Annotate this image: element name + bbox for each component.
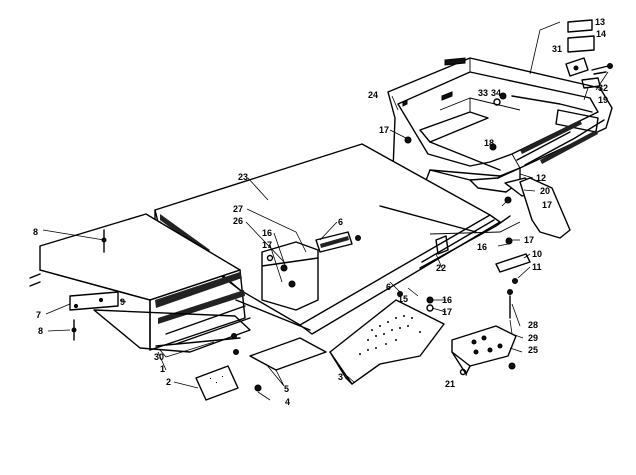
callout-19: 19 xyxy=(598,95,608,105)
callout-17-mid: 17 xyxy=(442,307,452,317)
callout-8-top: 8 xyxy=(33,227,38,237)
rear-bumper-assembly xyxy=(387,57,613,239)
mounting-plate xyxy=(329,299,445,385)
callout-12: 12 xyxy=(536,173,546,183)
callout-16-right: 16 xyxy=(477,242,487,252)
callout-22: 22 xyxy=(436,263,446,273)
callout-33: 33 xyxy=(478,88,488,98)
callout-23: 23 xyxy=(238,172,248,182)
callout-labels: 8 7 8 9 30 1 2 5 4 3 27 26 16 17 6 23 6 … xyxy=(33,17,608,407)
callout-1: 1 xyxy=(160,364,165,374)
callout-6-lower: 6 xyxy=(386,282,391,292)
callout-16-left: 16 xyxy=(262,228,272,238)
callout-6-upper: 6 xyxy=(338,217,343,227)
callout-2: 2 xyxy=(166,377,171,387)
hardware-fasteners xyxy=(71,136,516,376)
support-rail xyxy=(419,196,531,284)
callout-17-rail: 17 xyxy=(542,200,552,210)
callout-27: 27 xyxy=(233,204,243,214)
callout-18: 18 xyxy=(484,138,494,148)
callout-15: 15 xyxy=(398,294,408,304)
cover-plate xyxy=(195,337,327,401)
callout-8-bottom: 8 xyxy=(38,326,43,336)
callout-14: 14 xyxy=(596,29,606,39)
callout-30: 30 xyxy=(154,352,164,362)
leader-lines xyxy=(42,21,609,401)
callout-17-right: 17 xyxy=(524,235,534,245)
callout-4: 4 xyxy=(285,397,290,407)
callout-5: 5 xyxy=(284,384,289,394)
callout-21: 21 xyxy=(445,379,455,389)
callout-20: 20 xyxy=(540,186,550,196)
callout-24: 24 xyxy=(368,90,378,100)
callout-17-left: 17 xyxy=(262,240,272,250)
callout-3: 3 xyxy=(338,372,343,382)
callout-32: 32 xyxy=(598,83,608,93)
callout-25: 25 xyxy=(528,345,538,355)
callout-29: 29 xyxy=(528,333,538,343)
callout-11: 11 xyxy=(532,262,542,272)
small-bracket xyxy=(451,325,517,375)
top-right-hardware xyxy=(493,19,613,106)
callout-9: 9 xyxy=(120,297,125,307)
callout-34: 34 xyxy=(491,88,501,98)
center-bracket xyxy=(261,231,353,311)
callout-26: 26 xyxy=(233,216,243,226)
callout-7: 7 xyxy=(36,310,41,320)
left-running-board xyxy=(29,213,251,353)
callout-17-top: 17 xyxy=(379,125,389,135)
callout-28: 28 xyxy=(528,320,538,330)
callout-10: 10 xyxy=(532,249,542,259)
callout-31: 31 xyxy=(552,44,562,54)
callout-13: 13 xyxy=(595,17,605,27)
callout-16-mid: 16 xyxy=(442,295,452,305)
